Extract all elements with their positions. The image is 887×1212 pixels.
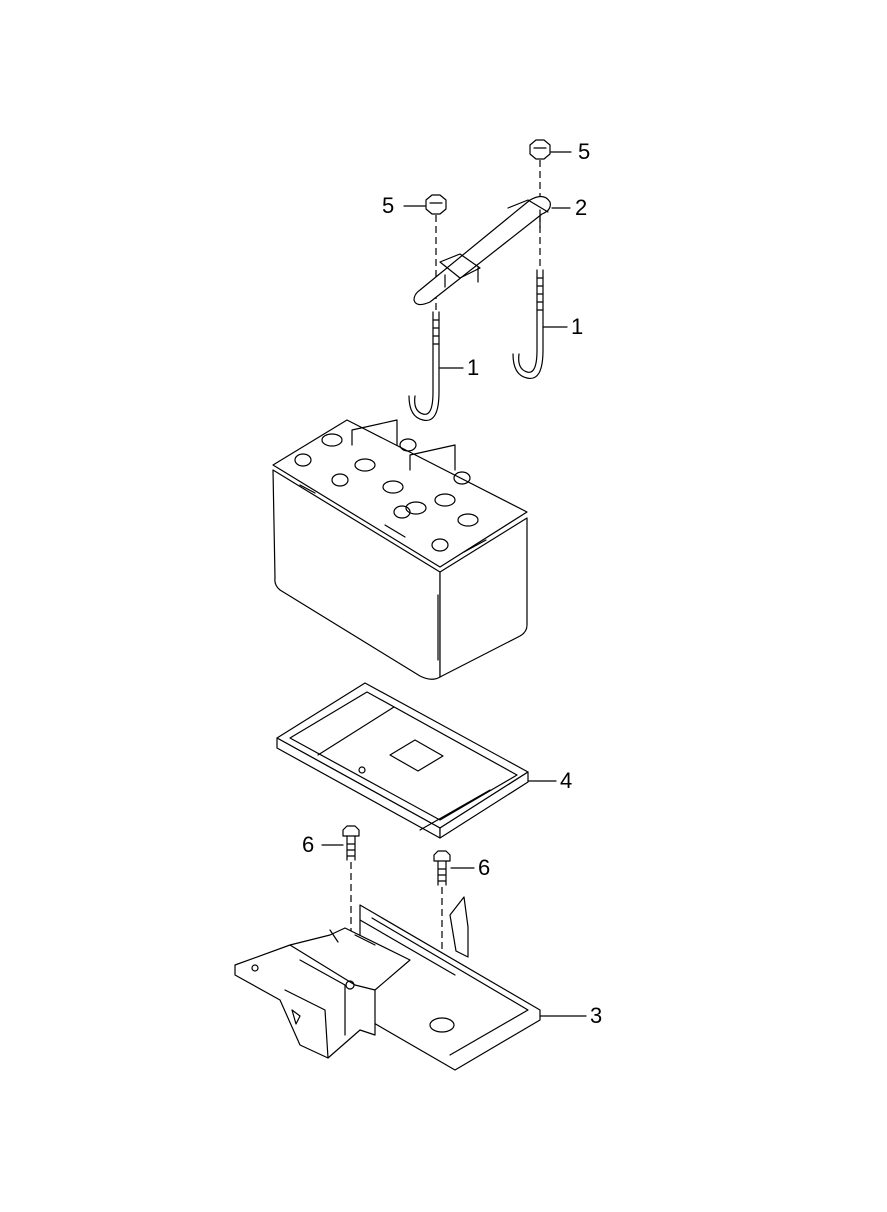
nut-left (403, 194, 447, 215)
callout-bolt-left: 6 (302, 832, 315, 857)
callout-bolt-right: 6 (478, 855, 491, 880)
callout-tray: 4 (560, 768, 573, 793)
callout-rod-left: 1 (467, 355, 480, 380)
hook-rod-left (408, 311, 464, 422)
callout-nut-right: 5 (578, 139, 591, 164)
nut-right (529, 139, 572, 160)
callout-bracket: 3 (590, 1003, 603, 1028)
hook-rod-right (512, 269, 568, 380)
bolt-right (433, 850, 475, 886)
battery (272, 419, 528, 680)
callout-clamp: 2 (575, 195, 588, 220)
callout-rod-right: 1 (571, 314, 584, 339)
battery-tray (276, 682, 557, 839)
battery-clamp (413, 195, 571, 306)
battery-bracket (234, 896, 587, 1071)
callout-nut-left: 5 (382, 193, 395, 218)
bolt-left (321, 825, 360, 861)
